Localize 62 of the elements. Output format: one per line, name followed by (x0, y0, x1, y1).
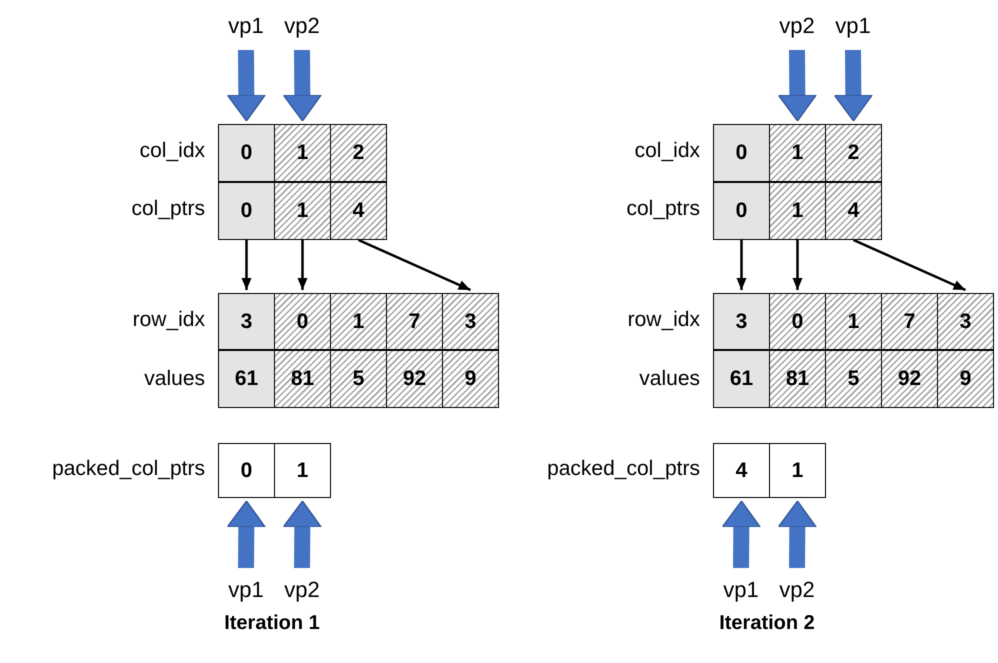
pointer-arrow (282, 50, 322, 122)
row-label: col_ptrs (626, 197, 700, 221)
pointer-arrow (722, 500, 761, 568)
array-cell: 61 (713, 350, 770, 408)
pointer-arrow (834, 50, 873, 122)
row-label: row_idx (628, 308, 700, 332)
array-cell: 1 (330, 293, 387, 350)
array-cell: 5 (825, 350, 882, 408)
array-cell: 2 (825, 124, 882, 182)
array-cell: 5 (330, 350, 387, 408)
panel-caption: Iteration 1 (223, 612, 321, 635)
array-cell: 92 (386, 350, 443, 408)
row-label: row_idx (132, 308, 205, 332)
array-cell: 3 (442, 293, 499, 350)
array-cell: 92 (881, 350, 938, 408)
arrow (853, 238, 966, 292)
array-cell: 81 (769, 350, 826, 408)
row-label: packed_col_ptrs (547, 457, 700, 481)
array-cell: 9 (442, 350, 499, 408)
row-label: col_idx (140, 139, 205, 163)
array-cell: 4 (713, 443, 770, 498)
array-cell: 1 (769, 124, 826, 182)
array-cell: 1 (769, 182, 826, 240)
pointer-arrow (226, 500, 266, 568)
array-cell: 1 (769, 443, 826, 498)
array-cell: 0 (274, 293, 331, 350)
row-label: col_idx (634, 139, 700, 163)
array-cell: 81 (274, 350, 331, 408)
array-cell: 7 (881, 293, 938, 350)
row-label: values (639, 367, 700, 391)
pointer-arrow (282, 500, 322, 568)
row-label: packed_col_ptrs (52, 457, 205, 481)
array-cell: 4 (330, 182, 387, 240)
array-cell: 0 (769, 293, 826, 350)
array-cell: 9 (937, 350, 994, 408)
array-cell: 1 (274, 443, 331, 498)
arrow (298, 240, 308, 290)
pointer-arrow (778, 50, 817, 122)
array-cell: 3 (713, 293, 770, 350)
row-label: values (144, 367, 205, 391)
pointer-arrow (778, 500, 817, 568)
array-cell: 1 (274, 182, 331, 240)
arrow (242, 240, 252, 290)
panel-caption: Iteration 2 (718, 612, 816, 635)
array-cell: 0 (713, 182, 770, 240)
array-cell: 0 (218, 124, 275, 182)
arrow (792, 240, 802, 290)
array-cell: 61 (218, 350, 275, 408)
array-cell: 4 (825, 182, 882, 240)
array-cell: 1 (825, 293, 882, 350)
row-label: col_ptrs (131, 197, 205, 221)
array-cell: 0 (218, 182, 275, 240)
pointer-arrow (226, 50, 266, 122)
array-cell: 0 (713, 124, 770, 182)
array-cell: 3 (937, 293, 994, 350)
arrow (358, 238, 471, 292)
arrow (736, 240, 746, 290)
array-cell: 7 (386, 293, 443, 350)
array-cell: 2 (330, 124, 387, 182)
array-cell: 3 (218, 293, 275, 350)
array-cell: 0 (218, 443, 275, 498)
array-cell: 1 (274, 124, 331, 182)
